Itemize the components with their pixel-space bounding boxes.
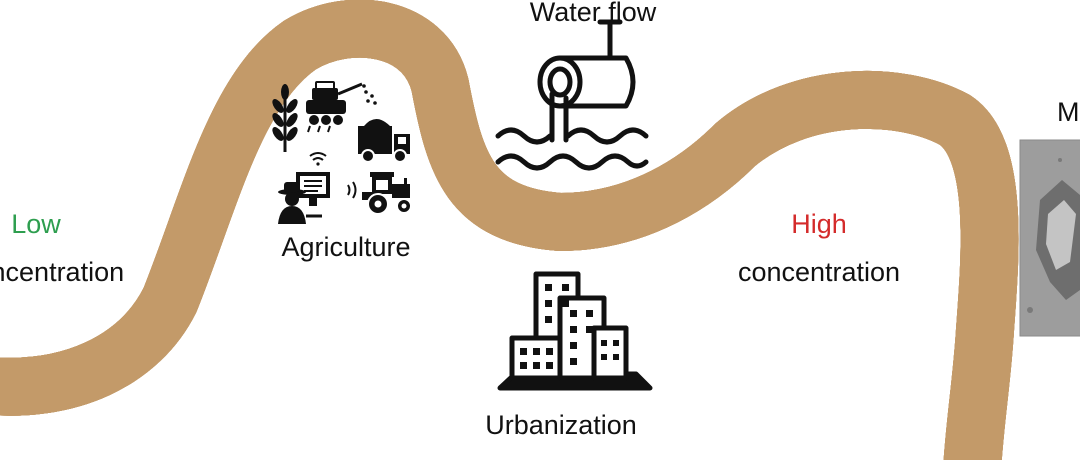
dump-truck-icon — [358, 119, 410, 163]
city-buildings-icon — [497, 271, 653, 391]
tractor-icon — [362, 172, 412, 215]
signal-icon — [347, 181, 357, 199]
river — [0, 0, 990, 460]
harvester-icon — [306, 81, 377, 133]
water-flow-label: Water flow — [530, 0, 657, 27]
agriculture-icons — [272, 81, 412, 224]
low-concentration-label: concentration — [0, 257, 124, 287]
agriculture-label: Agriculture — [281, 232, 410, 262]
microscopy-image — [1019, 139, 1080, 337]
microscopy-label-partial: M — [1057, 97, 1080, 127]
wifi-icon — [309, 152, 327, 166]
low-label: Low — [11, 209, 61, 239]
urbanization-label: Urbanization — [485, 410, 637, 440]
high-label: High — [791, 209, 847, 239]
discharge-pipe-icon — [495, 19, 649, 171]
farmer-computer-icon — [278, 172, 330, 224]
high-concentration-label: concentration — [738, 257, 900, 287]
wheat-icon — [272, 84, 298, 152]
